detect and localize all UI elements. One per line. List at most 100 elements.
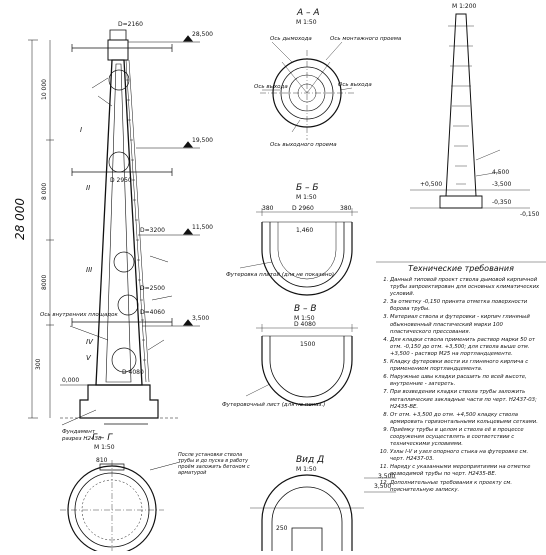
note-item: Данный типовой проект ствола дымовой кир…: [390, 277, 544, 298]
level-lines: [60, 41, 200, 386]
right-elevation: [410, 13, 530, 209]
right-foundation: [439, 195, 483, 209]
elevation-marks: [182, 35, 194, 326]
dim-total-height: 28 000: [13, 198, 27, 240]
bb-outer: [261, 222, 353, 296]
note-item: Узлы I-V и узел опорного стыка на футеро…: [390, 449, 544, 463]
callout-flue-axis: Ось дымохода: [270, 36, 312, 42]
dim-gg-810: 810: [96, 457, 108, 464]
elev-3500: 3,500: [192, 315, 209, 322]
drawing-text: А – А М 1:50 Б – Б М 1:50 В – В М 1:50 Г…: [13, 3, 540, 532]
aa-section: [260, 41, 354, 140]
section-markers: [71, 44, 173, 425]
title-gg: Г – Г: [92, 433, 113, 443]
node-iii: III: [86, 266, 92, 274]
vid-d-view: [250, 474, 396, 551]
title-vid-d: Вид Д: [296, 455, 324, 465]
elev-3500-d: 3,500: [374, 483, 391, 490]
elev-0000: 0,000: [62, 377, 79, 384]
vid-d-opening: [291, 527, 323, 551]
detail-circle-v: [111, 347, 137, 373]
elev-19500: 19,500: [192, 137, 213, 144]
scale-vid-d: М 1:50: [296, 466, 317, 473]
vv-section: [245, 324, 358, 406]
chimney-shaft-outline: [95, 59, 143, 386]
note-item: От отм. +3,500 до отм. +4,500 кладку ств…: [390, 412, 544, 426]
bb-flue: [277, 222, 337, 280]
elev-4500: 4,500: [492, 169, 509, 176]
chimney-elevation: [28, 29, 200, 426]
chimney-ladder: [125, 59, 150, 383]
note-item: Материал ствола и футеровки - кирпич гли…: [390, 314, 544, 335]
vertical-dimension: [28, 39, 54, 419]
vv-outer: [261, 336, 353, 406]
chimney-head: [107, 39, 129, 61]
vv-inner: [269, 336, 345, 398]
callout-lining-sheet: Футеровочный лист (для не показ.): [222, 402, 325, 408]
dim-8000a: 8 000: [41, 183, 48, 200]
dim-bb-1460: 1,460: [296, 227, 313, 234]
chimney-cap: [109, 29, 127, 41]
node-iv: IV: [86, 338, 94, 346]
callout-lining-plate: Футеровка плитой (для не показано): [226, 272, 334, 278]
callout-foundation-ref: разрез Н2438: [61, 436, 102, 442]
elev-plus0500: +0,500: [420, 181, 442, 188]
dim-vid-250: 250: [276, 525, 288, 532]
scale-gg: М 1:50: [94, 444, 115, 451]
elev-28500: 28,500: [192, 31, 213, 38]
note-item: Кладку футеровки вести из глиняного кирп…: [390, 359, 544, 373]
dim-4080: D 4080: [122, 369, 144, 376]
dim-top: D=2160: [118, 21, 143, 28]
note-item: Для кладки ствола применить раствор марк…: [390, 337, 544, 358]
node-v: V: [86, 354, 92, 362]
bb-leader: [239, 261, 273, 269]
vv-dimension: [256, 324, 358, 332]
callout-foundation: Фундамент: [62, 429, 96, 435]
callout-exit-axis-r: Ось выхода: [338, 82, 372, 88]
vid-d-elevation-lines: [364, 477, 396, 493]
detail-circle-ii: [108, 151, 130, 173]
detail-circle-i: [108, 69, 130, 91]
scale-aa: М 1:50: [296, 19, 317, 26]
chimney-foundation: [79, 384, 159, 419]
aa-leaders: [262, 41, 353, 133]
chimney-flue-inner: [105, 63, 132, 383]
dim-10000: 10 000: [41, 79, 48, 100]
detail-circle-iii: [113, 251, 135, 273]
vv-leader: [245, 383, 271, 397]
node-i: I: [80, 126, 82, 134]
vid-d-outer: [261, 474, 353, 551]
dim-2950: D 2950: [110, 177, 132, 184]
dim-vv-4080: D 4080: [294, 321, 316, 328]
title-bb: Б – Б: [296, 183, 319, 193]
callout-platform-axis: Ось внутренних площадок: [40, 312, 118, 318]
dim-vv-1500: 1500: [300, 341, 315, 348]
gg-plan: [60, 460, 181, 555]
elev-11500: 11,500: [192, 224, 213, 231]
title-aa: А – А: [296, 8, 320, 18]
notes-title: Технические требования: [408, 264, 514, 273]
node-ii: II: [86, 184, 90, 192]
callout-exit-opening: Ось выходного проема: [270, 142, 337, 148]
right-shaft: [445, 13, 477, 197]
right-leaders: [475, 149, 501, 177]
callout-leaders: [61, 77, 173, 426]
gg-leader: [149, 461, 181, 471]
scale-vv: М 1:50: [294, 315, 315, 322]
gg-axes: [60, 460, 164, 551]
note-item: Дополнительные требования к проекту см. …: [390, 480, 544, 494]
dim-2500: D=2500: [140, 285, 165, 292]
scale-right: М 1:200: [452, 3, 477, 10]
bb-inner: [269, 222, 345, 288]
elev-minus0150: -0,150: [520, 211, 540, 218]
dim-bb-380a: 380: [262, 205, 274, 212]
dim-vid-3500: 3,500: [378, 473, 395, 480]
vid-d-inner: [271, 486, 343, 551]
bb-section: [239, 208, 358, 296]
callout-mount-opening: Ось монтажного проема: [330, 36, 402, 42]
note-item: За отметку -0,150 принята отметка поверх…: [390, 299, 544, 313]
elev-minus3500: -3,500: [492, 181, 512, 188]
scale-bb: М 1:50: [296, 194, 317, 201]
